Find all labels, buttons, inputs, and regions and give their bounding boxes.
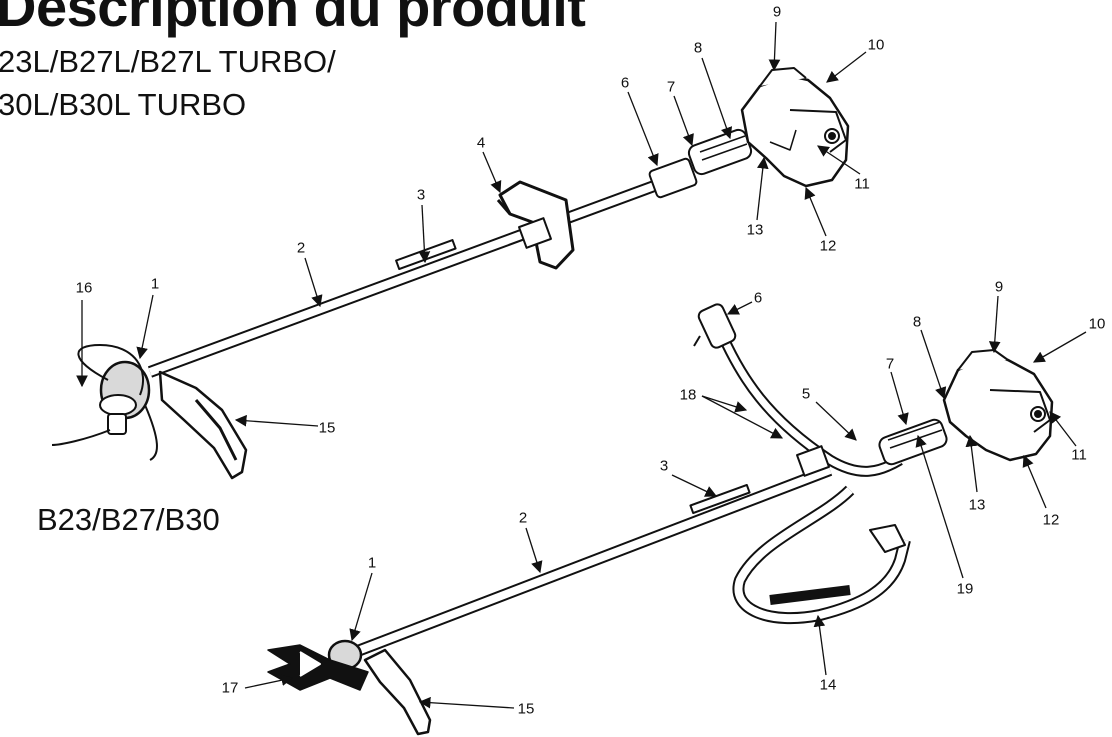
callout-bottom-2: 2: [518, 509, 528, 527]
callout-bottom-8: 8: [912, 313, 922, 331]
callout-bottom-9: 9: [994, 278, 1004, 296]
top-guard: [158, 370, 248, 480]
callout-bottom-14: 14: [819, 676, 837, 694]
callout-bottom-10: 10: [1088, 315, 1106, 333]
top-handle-clamp: [518, 217, 552, 249]
callout-top-10: 10: [867, 36, 885, 54]
callout-bottom-7: 7: [885, 355, 895, 373]
callout-bottom-3: 3: [659, 457, 669, 475]
callout-top-6: 6: [620, 74, 630, 92]
bottom-grip: [878, 418, 948, 466]
callout-bottom-18: 18: [679, 386, 697, 404]
callout-top-12: 12: [819, 237, 837, 255]
callout-top-7: 7: [666, 78, 676, 96]
callout-top-4: 4: [476, 134, 486, 152]
callout-bottom-19: 19: [956, 580, 974, 598]
top-trimmer: [51, 67, 850, 480]
model-label-top-line2: 30L/B30L TURBO: [0, 87, 247, 122]
callout-top-9: 9: [772, 3, 782, 21]
callout-bottom-12: 12: [1042, 511, 1060, 529]
top-cutting-line: [51, 344, 158, 461]
callout-top-15: 15: [318, 419, 336, 437]
callout-bottom-5: 5: [801, 385, 811, 403]
top-shaft-core: [148, 178, 667, 376]
callout-bottom-15: 15: [517, 700, 535, 718]
callout-top-13: 13: [746, 221, 764, 239]
bottom-shaft-core: [353, 466, 832, 656]
model-label-bottom: B23/B27/B30: [37, 502, 220, 537]
callout-bottom-1: 1: [367, 554, 377, 572]
bottom-trimmer: [267, 303, 1054, 736]
callout-bottom-17: 17: [221, 679, 239, 697]
leader-lines: [76, 21, 1087, 709]
callout-top-11: 11: [854, 175, 870, 193]
callout-top-2: 2: [296, 239, 306, 257]
bottom-shaft-decal: [689, 483, 751, 515]
callout-top-8: 8: [693, 39, 703, 57]
page-title: Description du produit: [0, 0, 586, 38]
bottom-guard: [363, 648, 432, 736]
callout-top-1: 1: [150, 275, 160, 293]
callout-bottom-11: 11: [1071, 446, 1087, 464]
callout-bottom-13: 13: [968, 496, 986, 514]
callout-top-3: 3: [416, 186, 426, 204]
callout-top-16: 16: [75, 279, 93, 297]
top-grip: [687, 128, 753, 176]
top-throttle-bracket: [648, 157, 698, 199]
callout-bottom-6: 6: [753, 289, 763, 307]
model-label-top-line1: 23L/B27L/B27L TURBO/: [0, 44, 336, 79]
